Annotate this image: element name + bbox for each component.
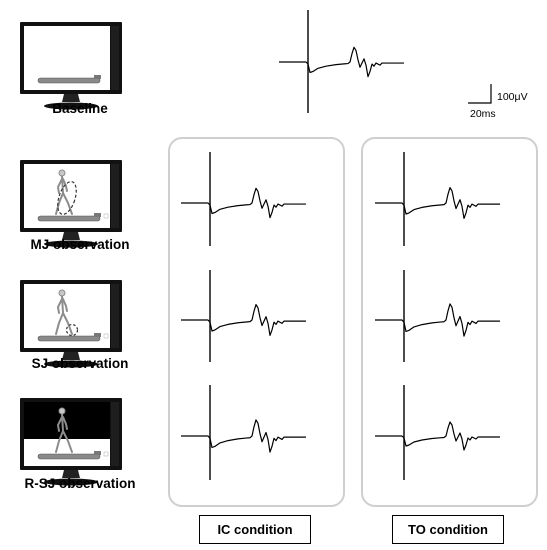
ic-condition-panel	[168, 137, 345, 507]
to-mj-trace	[375, 152, 500, 246]
row-label-rsj: R-SJ observation	[24, 476, 136, 491]
monitor-sj-icon	[20, 280, 122, 368]
row-label-mj: MJ observation	[30, 237, 130, 252]
scale-time-label: 20ms	[470, 108, 496, 120]
to-condition-panel	[361, 137, 538, 507]
ic-rsj-trace	[181, 385, 306, 480]
monitor-rsj-icon	[20, 398, 122, 486]
row-label-sj: SJ observation	[31, 356, 129, 371]
monitor-mj-icon	[20, 160, 122, 248]
scale-amplitude-label: 100μV	[497, 91, 528, 103]
to-sj-trace	[375, 270, 500, 362]
ic-mj-trace	[181, 152, 306, 246]
baseline-trace	[279, 10, 404, 113]
ic-condition-label: IC condition	[199, 515, 311, 544]
row-label-baseline: Baseline	[52, 101, 108, 116]
ic-sj-trace	[181, 270, 306, 362]
to-condition-label: TO condition	[392, 515, 504, 544]
to-rsj-trace	[375, 385, 500, 480]
monitor-baseline-icon	[20, 22, 122, 110]
